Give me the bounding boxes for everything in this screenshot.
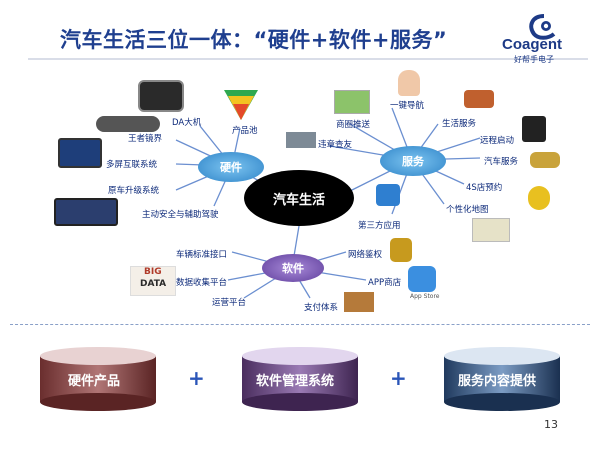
software-item: 运营平台 bbox=[212, 298, 247, 308]
big-data-word-1: BIG bbox=[144, 267, 162, 277]
phone-image bbox=[522, 116, 546, 142]
section-divider bbox=[10, 324, 590, 325]
software-item: 支付体系 bbox=[304, 303, 339, 313]
hardware-item: 原车升级系统 bbox=[108, 186, 160, 196]
head-unit-image bbox=[138, 80, 184, 112]
software-item: 网络鉴权 bbox=[348, 250, 383, 260]
software-hub-label: 软件 bbox=[282, 262, 304, 275]
app-store-icon bbox=[408, 266, 436, 292]
product-funnel-icon bbox=[224, 90, 258, 120]
mirror-image bbox=[96, 116, 160, 132]
hardware-item: DA大机 bbox=[172, 118, 202, 128]
hardware-item: 多屏互联系统 bbox=[106, 160, 158, 170]
software-hub: 软件 bbox=[262, 254, 324, 282]
payment-image bbox=[344, 292, 374, 312]
software-item: 车辆标准接口 bbox=[176, 250, 228, 260]
title-divider bbox=[28, 58, 588, 60]
navigation-device-image bbox=[54, 198, 118, 226]
food-image bbox=[464, 90, 494, 108]
service-item: 汽车服务 bbox=[484, 157, 519, 167]
center-hub-label: 汽车生活 bbox=[272, 192, 325, 208]
traffic-image bbox=[286, 132, 316, 148]
software-item: 数据收集平台 bbox=[176, 278, 228, 288]
center-hub: 汽车生活 bbox=[244, 170, 354, 226]
company-logo: Coagent 好帮手电子 bbox=[502, 14, 582, 64]
big-data-image bbox=[130, 266, 176, 296]
big-data-word-2: DATA bbox=[140, 279, 167, 289]
service-item: 违章查友 bbox=[318, 140, 353, 150]
service-hub: 服务 bbox=[380, 146, 446, 176]
app-store-label: App Store bbox=[410, 293, 440, 300]
slide-title: 汽车生活三位一体：“硬件+软件+服务” bbox=[60, 28, 448, 52]
hardware-item: 主动安全与辅助驾驶 bbox=[142, 210, 219, 220]
service-item: 一键导航 bbox=[390, 101, 425, 111]
hardware-item: 产品池 bbox=[232, 126, 258, 136]
app-car-icon bbox=[376, 184, 400, 206]
map-image bbox=[472, 218, 510, 242]
logo-subtitle: 好帮手电子 bbox=[514, 55, 554, 64]
plus-sign: + bbox=[188, 366, 205, 390]
mascot-image bbox=[528, 186, 550, 210]
logo-name: Coagent bbox=[502, 36, 562, 53]
cylinder-label: 硬件产品 bbox=[68, 374, 121, 389]
service-item: 生活服务 bbox=[442, 119, 477, 129]
cylinder-label: 服务内容提供 bbox=[458, 374, 537, 389]
plus-sign: + bbox=[390, 366, 407, 390]
service-item: 第三方应用 bbox=[358, 221, 401, 231]
hardware-product-cylinder bbox=[40, 347, 156, 411]
service-item: 4S店预约 bbox=[466, 183, 503, 193]
cylinder-label: 软件管理系统 bbox=[256, 374, 335, 389]
tablet-image bbox=[58, 138, 102, 168]
hardware-hub-label: 硬件 bbox=[220, 161, 242, 174]
service-hub-label: 服务 bbox=[402, 155, 424, 168]
lock-icon bbox=[390, 238, 412, 262]
service-item: 商圈推送 bbox=[336, 120, 371, 130]
scenery-image bbox=[334, 90, 370, 114]
page-number: 13 bbox=[544, 418, 558, 431]
logo-mark-icon bbox=[529, 14, 556, 40]
service-content-cylinder bbox=[444, 347, 560, 411]
software-system-cylinder bbox=[242, 347, 358, 411]
hardware-hub: 硬件 bbox=[198, 152, 264, 182]
hardware-item: 王者镜界 bbox=[128, 134, 163, 144]
car-image bbox=[530, 152, 560, 168]
service-item: 远程启动 bbox=[480, 136, 515, 146]
service-item: 个性化地图 bbox=[446, 205, 489, 215]
person-image bbox=[398, 70, 420, 96]
software-item: APP商店 bbox=[368, 278, 402, 288]
